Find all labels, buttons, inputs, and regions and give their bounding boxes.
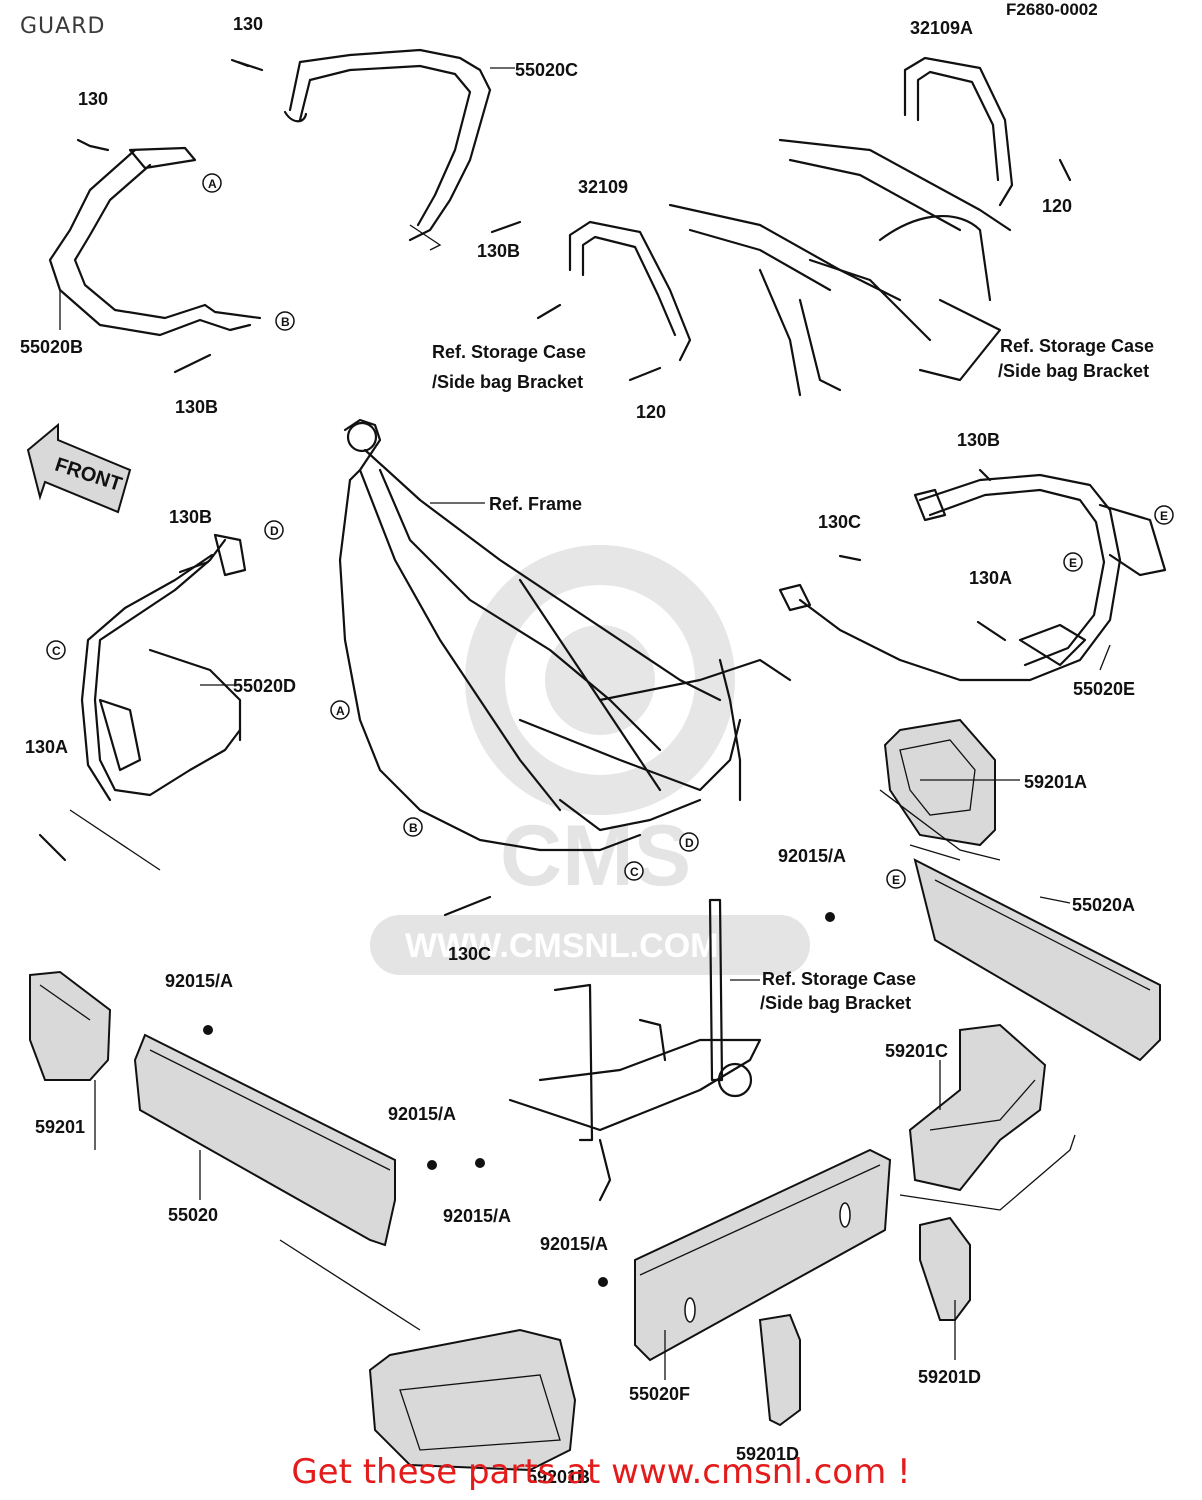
marker-C-frame: C [624,861,644,881]
label-92015A-4: 92015/A [443,1206,511,1226]
label-55020F: 55020F [629,1384,690,1404]
part-labels: 55020C 130 130 32109A 55020B 130B 130B 3… [20,14,1135,1487]
label-92015A-1: 92015/A [778,846,846,866]
label-130B-3: 130B [957,430,1000,450]
marker-C-left: C [46,640,66,660]
svg-text:A: A [208,177,217,191]
cover-59201C [899,1023,1076,1211]
marker-A-top: A [202,173,222,193]
ref-storage-1-line2: /Side bag Bracket [432,372,583,392]
label-59201C: 59201C [885,1041,948,1061]
label-55020D: 55020D [233,676,296,696]
diagram-title: GUARD [20,14,106,39]
bar-55020F [634,1148,892,1362]
svg-text:A: A [336,704,345,718]
figure-code: F2680-0002 [1006,0,1098,19]
watermark-brand: CMS [500,808,691,904]
callout-markers: A B D C A B D C E E E [46,173,1174,889]
label-55020C: 55020C [515,60,578,80]
svg-text:D: D [685,836,694,850]
ref-storage-1-line1: Ref. Storage Case [432,342,586,362]
cover-59201D-right [919,1216,971,1321]
label-92015A-5: 92015/A [540,1234,608,1254]
label-130B-2: 130B [175,397,218,417]
label-59201D-2: 59201D [736,1444,799,1464]
marker-E-right1: E [1154,505,1174,525]
label-59201B: 59201B [527,1467,590,1487]
buy-parts-link[interactable]: Get these parts at www.cmsnl.com ! [291,1452,911,1492]
ref-storage-2-line1: Ref. Storage Case [1000,336,1154,356]
front-arrow-icon: FRONT [26,422,132,514]
bar-55020A [909,844,1161,1062]
storage-bracket [508,898,762,1202]
ref-storage-2-line2: /Side bag Bracket [998,361,1149,381]
reference-labels: Ref. Storage Case /Side bag Bracket Ref.… [432,336,1154,1013]
svg-text:E: E [1069,556,1077,570]
label-130C-1: 130C [818,512,861,532]
cover-59201 [29,970,112,1081]
cover-59201A [879,718,1001,861]
ref-storage-3-line1: Ref. Storage Case [762,969,916,989]
label-55020: 55020 [168,1205,218,1225]
label-130B-1: 130B [477,241,520,261]
label-92015A-3: 92015/A [388,1104,456,1124]
marker-A-frame: A [330,700,350,720]
label-130-top: 130 [233,14,263,34]
label-130A-2: 130A [25,737,68,757]
watermark-url: WWW.CMSNL.COM [405,927,719,965]
label-92015A-2: 92015/A [165,971,233,991]
ref-frame: Ref. Frame [489,494,582,514]
svg-text:E: E [1160,509,1168,523]
cover-59201D-lower [758,1313,801,1427]
label-32109: 32109 [578,177,628,197]
nut-icon [203,912,835,1287]
bar-55020 [133,1033,421,1331]
label-59201A: 59201A [1024,772,1087,792]
marker-E-bar: E [886,869,906,889]
marker-B-frame: B [403,817,423,837]
label-32109A: 32109A [910,18,973,38]
ref-storage-3-line2: /Side bag Bracket [760,993,911,1013]
svg-text:C: C [630,865,639,879]
label-130A-1: 130A [969,568,1012,588]
label-55020A: 55020A [1072,895,1135,915]
marker-B-top: B [275,311,295,331]
svg-text:B: B [281,315,290,329]
grabrail-32109 [568,203,932,397]
label-55020E: 55020E [1073,679,1135,699]
label-120-1: 120 [1042,196,1072,216]
bolt-icon [38,58,1072,917]
leader-lines [94,502,1111,1380]
svg-text:D: D [270,524,279,538]
svg-text:B: B [409,821,418,835]
marker-E-right2: E [1063,552,1083,572]
label-130B-4: 130B [169,507,212,527]
marker-D-frame: D [679,832,699,852]
label-59201: 59201 [35,1117,85,1137]
guard-55020E [778,473,1167,682]
frame [338,418,792,852]
label-120-2: 120 [636,402,666,422]
svg-text:E: E [892,873,900,887]
grabrail-32109A [778,56,1014,382]
cover-59201B [368,1328,577,1472]
marker-D-left: D [264,520,284,540]
guard-55020C [283,48,515,251]
cms-watermark: CMS WWW.CMSNL.COM [370,545,810,975]
guard-55020B [48,146,262,337]
guard-55020D [69,533,247,871]
label-59201D-1: 59201D [918,1367,981,1387]
label-55020B: 55020B [20,337,83,357]
label-130C-2: 130C [448,944,491,964]
svg-text:C: C [52,644,61,658]
label-130-left: 130 [78,89,108,109]
